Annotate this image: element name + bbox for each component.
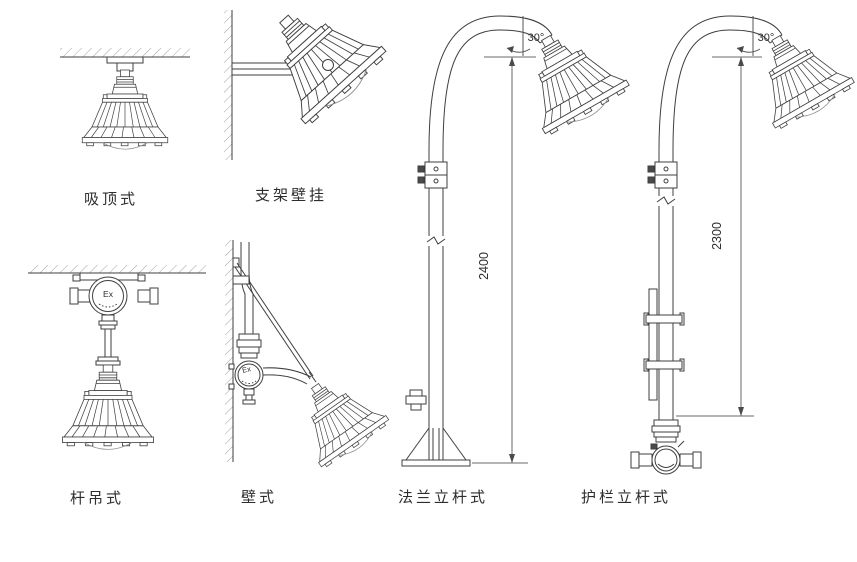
guardrail-bracket xyxy=(643,288,685,401)
ex-marking: Ex xyxy=(103,289,114,299)
guardrail-pole-drawing: 2300 xyxy=(630,14,857,475)
ceiling-mount-drawing xyxy=(60,48,190,150)
tilt-angle-label: 30° xyxy=(758,32,775,44)
pole xyxy=(405,150,448,460)
lamp-drawing xyxy=(243,5,392,131)
ex-marking: Ex xyxy=(241,364,252,375)
suspension-pole xyxy=(95,314,121,366)
pole xyxy=(647,150,678,420)
angle-mark xyxy=(736,16,761,56)
wall-hatch xyxy=(224,10,232,160)
pole-height-dim: 2400 xyxy=(477,252,491,280)
figure-label-bracket-wall: 支架壁挂 xyxy=(255,187,328,204)
wall-conduit xyxy=(232,242,262,359)
dimension-2300 xyxy=(676,56,762,417)
bracket-wall-mount-drawing xyxy=(224,5,392,160)
lamp-drawing xyxy=(281,362,393,473)
figure-label-pole-suspension: 杆吊式 xyxy=(70,490,125,507)
lamp-drawing xyxy=(62,364,155,450)
lamp-arm xyxy=(262,367,312,385)
bottom-junction-box xyxy=(630,419,702,475)
junction-box xyxy=(228,360,264,405)
dimension-2400 xyxy=(472,56,536,464)
figure-label-ceiling: 吸顶式 xyxy=(84,191,139,208)
wall-hatch xyxy=(225,240,233,462)
junction-box xyxy=(69,272,159,316)
angle-mark xyxy=(506,16,531,56)
pole-suspension-drawing: Ex xyxy=(28,265,206,450)
flange-base xyxy=(401,427,471,467)
figure-label-flange-pole: 法兰立杆式 xyxy=(398,489,489,506)
pivot-bolt xyxy=(322,59,334,71)
ceiling-hatch xyxy=(60,48,190,57)
wall-mount-drawing: Ex xyxy=(225,240,393,473)
tilt-angle-label: 30° xyxy=(528,32,545,44)
ceiling-hatch xyxy=(28,265,206,273)
figure-label-wall: 壁式 xyxy=(241,489,278,506)
figure-label-guardrail-pole: 护栏立杆式 xyxy=(581,489,672,506)
lamp-drawing xyxy=(81,69,169,150)
flange-pole-drawing: 2400 xyxy=(401,13,634,467)
pole-height-dim: 2300 xyxy=(710,222,724,250)
